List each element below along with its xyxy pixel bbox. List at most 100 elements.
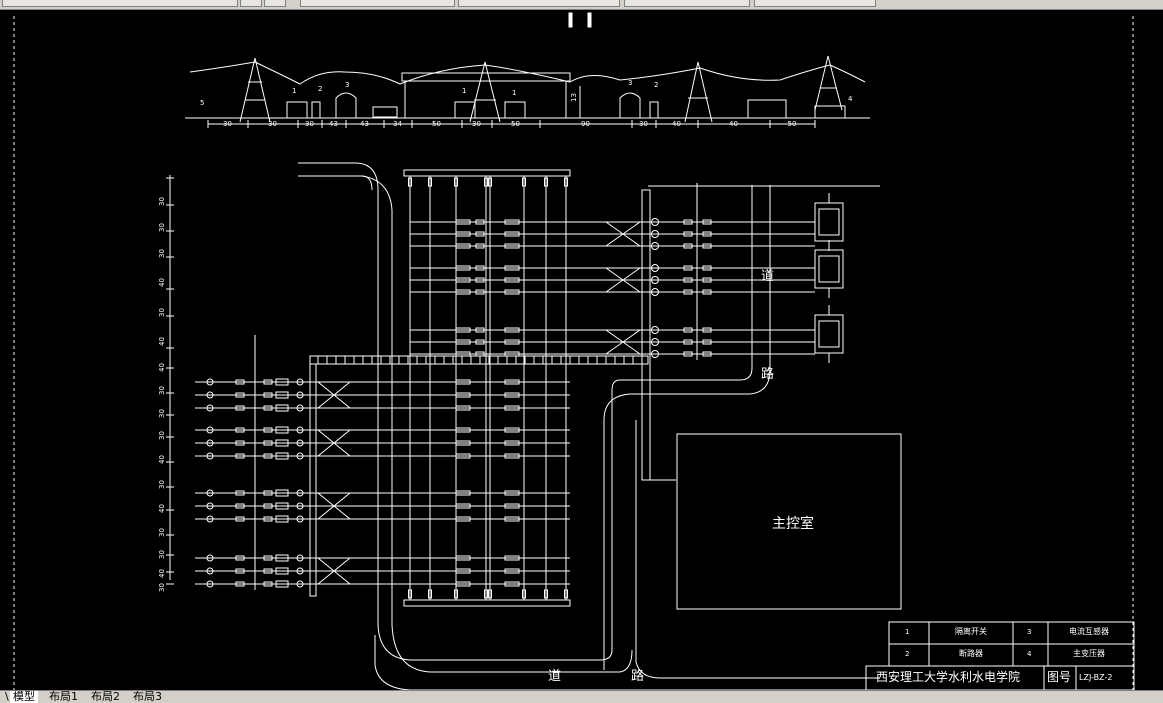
plan-dimension: 40 [157, 568, 166, 578]
overhead-conductor [189, 61, 866, 85]
elevation-dimension: 50 [511, 120, 520, 128]
road-inner [298, 162, 753, 661]
feeder-device [263, 490, 273, 496]
bus-insulator [484, 589, 488, 599]
toolbar-dropdown[interactable] [754, 0, 876, 7]
disconnector-symbol [455, 351, 471, 357]
section-mark-right [587, 12, 592, 28]
ct-symbol [296, 580, 304, 588]
bus-insulator [484, 177, 488, 187]
feeder-device [475, 289, 485, 295]
feeder-device [235, 581, 245, 587]
tab-nav-arrows[interactable]: \ [5, 690, 9, 703]
disconnector-symbol [504, 440, 520, 446]
main-control-room-label: 主控室 [772, 516, 814, 532]
disconnector-symbol [455, 231, 471, 237]
height-dimension: 13 [569, 93, 578, 102]
ct-symbol [651, 326, 659, 334]
feeder-device [475, 265, 485, 271]
breaker-symbol [275, 378, 289, 386]
toolbar-dropdown[interactable] [458, 0, 620, 7]
feeder-device [702, 243, 712, 249]
feeder-terminal [206, 502, 214, 510]
disconnector-symbol [504, 405, 520, 411]
legend-no-3: 3 [1027, 628, 1032, 636]
ct-symbol [651, 350, 659, 358]
tab-layout-3[interactable]: 布局3 [133, 690, 162, 703]
ct-symbol [651, 242, 659, 250]
feeder-terminal [206, 580, 214, 588]
tab-layout-1[interactable]: 布局1 [49, 690, 78, 703]
feeder-device [263, 568, 273, 574]
disconnector-symbol [504, 581, 520, 587]
bus-insulator [428, 589, 432, 599]
feeder-terminal [206, 391, 214, 399]
feeder-device [683, 219, 693, 225]
tab-model[interactable]: 模型 [10, 691, 38, 703]
elevation-dimension: 43 [360, 120, 369, 128]
road-label-bottom-2: 路 [631, 669, 645, 684]
plan-dimension: 30 [157, 223, 166, 232]
bus-insulator [488, 589, 492, 599]
disconnector-1 [286, 101, 308, 119]
beam [401, 72, 571, 82]
main-control-room-outline [676, 433, 902, 610]
toolbar-icon[interactable] [240, 0, 262, 7]
tab-layout-2[interactable]: 布局2 [91, 690, 120, 703]
elevation-dimension: 43 [329, 120, 338, 128]
elevation-dimension: 30 [223, 120, 232, 128]
plan-dimension: 30 [157, 409, 166, 418]
plan-dimension: 30 [157, 527, 166, 537]
elevation-dimension: 34 [393, 120, 402, 128]
equipment-tag: 3 [628, 79, 633, 87]
feeder-device [683, 265, 693, 271]
breaker-symbol [275, 439, 289, 447]
ct-symbol [651, 230, 659, 238]
feeder-terminal [206, 439, 214, 447]
plan-dimension: 40 [157, 363, 166, 372]
disconnector-symbol [455, 503, 471, 509]
disconnector-symbol [455, 265, 471, 271]
disconnector-symbol [504, 219, 520, 225]
breaker-symbol [275, 489, 289, 497]
feeder-device [702, 327, 712, 333]
feeder-terminal [206, 452, 214, 460]
legend-name-1: 隔离开关 [955, 627, 987, 636]
feeder-terminal [206, 489, 214, 497]
ct-symbol [296, 515, 304, 523]
toolbar-icon[interactable] [264, 0, 286, 7]
ct-symbol [296, 452, 304, 460]
disconnector-symbol [504, 503, 520, 509]
cross-connection [605, 329, 641, 355]
plan-dimension: 40 [157, 278, 166, 287]
disconnector-symbol [504, 555, 520, 561]
bus-insulator [544, 589, 548, 599]
feeder-device [683, 289, 693, 295]
feeder-device [475, 327, 485, 333]
feeder-terminal [206, 404, 214, 412]
disconnector-symbol [504, 339, 520, 345]
road-label-mid: 路 [761, 367, 775, 382]
feeder-device [702, 265, 712, 271]
disconnector-symbol [455, 516, 471, 522]
equipment-tag: 1 [292, 87, 297, 95]
legend-table [888, 621, 1135, 667]
plan-dimension: 30 [157, 431, 166, 440]
title-block [865, 665, 1135, 690]
feeder-device [475, 339, 485, 345]
gantry-4 [814, 55, 843, 111]
disconnector-symbol [504, 379, 520, 385]
ct-symbol [296, 378, 304, 386]
toolbar-dropdown[interactable] [624, 0, 750, 7]
feeder-device [702, 351, 712, 357]
toolbar-dropdown[interactable] [300, 0, 455, 7]
disconnector-symbol [504, 427, 520, 433]
bus-insulator [488, 177, 492, 187]
feeder-device [683, 277, 693, 283]
disconnector-symbol [504, 490, 520, 496]
road-outer-bottom [374, 635, 1000, 690]
elevation-dimension: 30 [472, 120, 481, 128]
toolbar-button[interactable] [2, 0, 238, 7]
elevation-dimension: 90 [581, 120, 590, 128]
